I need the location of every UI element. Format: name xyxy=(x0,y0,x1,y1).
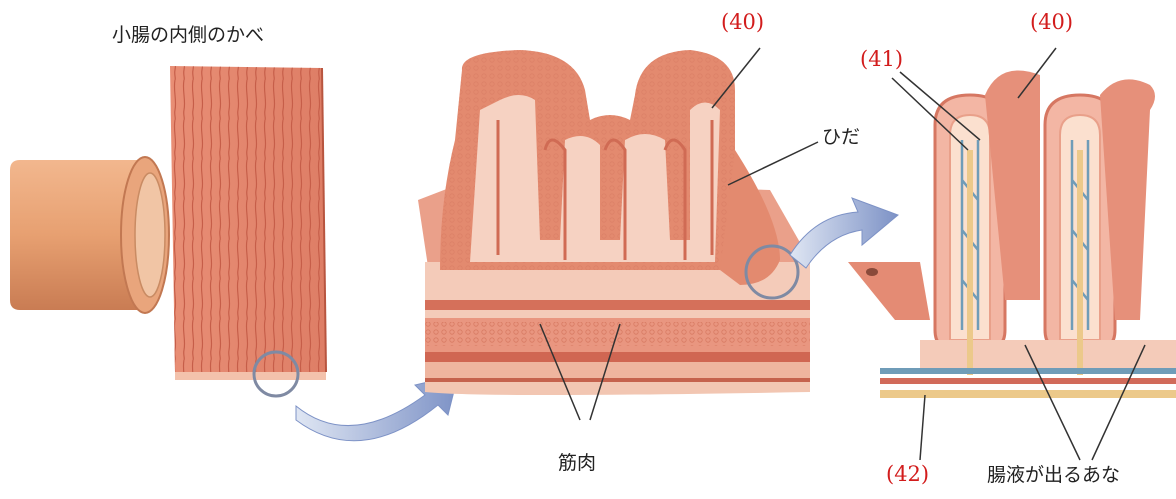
intestine-wall-block xyxy=(170,66,326,380)
number-40-mid: (40) xyxy=(721,12,764,33)
arrow-2 xyxy=(790,198,898,268)
number-40-right: (40) xyxy=(1030,12,1073,33)
title-label: 小腸の内側のかべ xyxy=(112,26,264,45)
intestine-tube xyxy=(10,157,169,313)
number-42: (42) xyxy=(886,464,929,485)
villi-magnified xyxy=(848,71,1176,399)
fold-label: ひだ xyxy=(822,128,860,147)
juice-holes-label: 腸液が出るあな xyxy=(987,466,1120,485)
muscle-label: 筋肉 xyxy=(558,454,596,473)
lymph-leader xyxy=(920,395,925,460)
number-41: (41) xyxy=(860,49,903,70)
